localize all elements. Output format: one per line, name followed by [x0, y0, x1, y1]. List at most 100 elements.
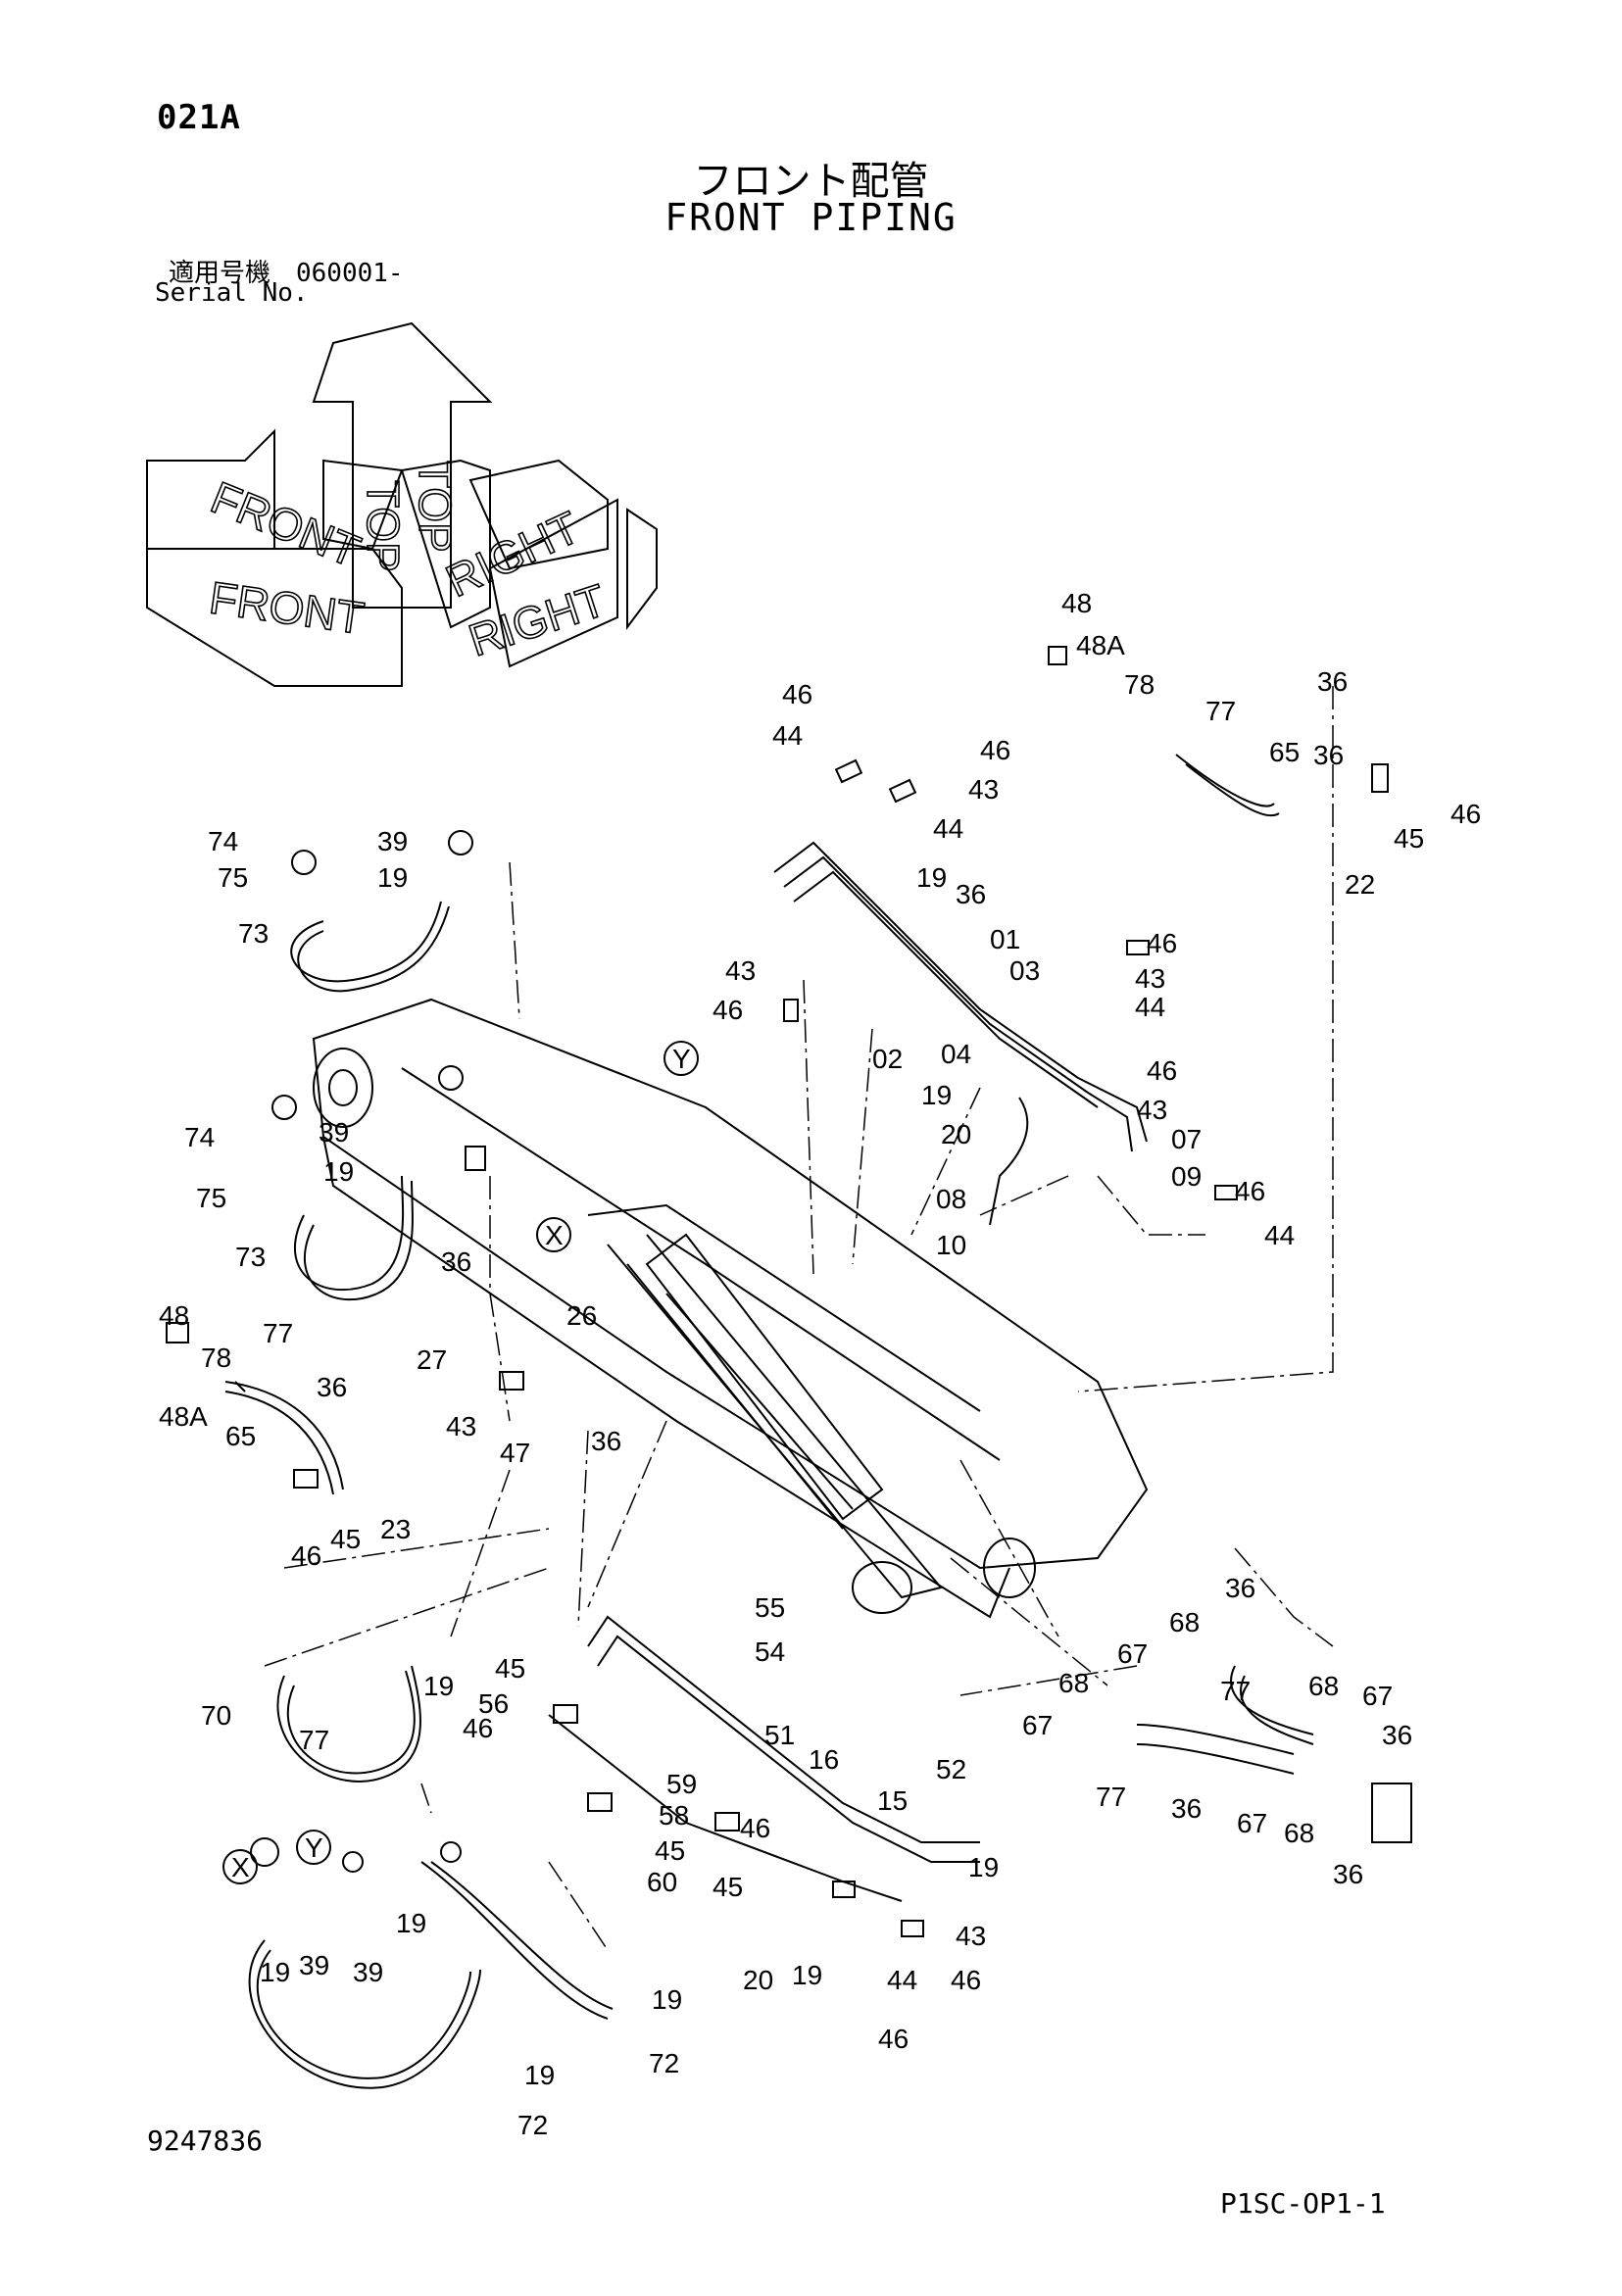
callout-label: 36 — [1225, 1573, 1255, 1603]
callout-label: 72 — [649, 2048, 679, 2078]
callout-label: 75 — [196, 1183, 226, 1213]
orientation-front-label-2: FRONT — [207, 571, 368, 644]
hydraulic-pipes — [548, 841, 1314, 1902]
callout-label: 36 — [317, 1372, 347, 1402]
view-marker-y-upper: Y — [672, 1044, 691, 1074]
callout-label: 46 — [951, 1965, 981, 1995]
callout-label: 77 — [1096, 1782, 1126, 1812]
small-parts — [166, 646, 1412, 1937]
callout-label: 46 — [713, 995, 743, 1025]
callout-label: 54 — [755, 1637, 785, 1667]
title-japanese: フロント配管 — [693, 159, 929, 204]
callout-label: 46 — [463, 1713, 493, 1743]
callout-label: 60 — [647, 1867, 677, 1897]
orientation-top-label-2: TOP — [410, 461, 461, 553]
callout-label: 16 — [809, 1744, 839, 1775]
callout-label: 73 — [235, 1242, 266, 1272]
callout-label: 77 — [263, 1318, 293, 1348]
callout-label: 19 — [377, 862, 408, 893]
callout-label: 45 — [330, 1524, 361, 1554]
callout-label: 23 — [380, 1514, 411, 1544]
callout-label: 46 — [1147, 1055, 1177, 1086]
callout-label: 19 — [792, 1960, 822, 1990]
callout-label: 51 — [764, 1720, 795, 1750]
callout-label: 67 — [1237, 1808, 1267, 1838]
callout-label: 74 — [184, 1122, 215, 1152]
callout-label: 45 — [1394, 823, 1424, 854]
callout-label: 08 — [936, 1184, 966, 1214]
page-code: 021A — [157, 98, 241, 137]
callout-label: 01 — [990, 924, 1020, 954]
callout-label: 04 — [941, 1039, 971, 1069]
callout-label: 78 — [201, 1343, 231, 1373]
callout-label: 43 — [725, 955, 756, 986]
callout-label: 19 — [396, 1908, 426, 1938]
callout-label: 36 — [441, 1246, 471, 1277]
callout-label: 39 — [299, 1950, 329, 1980]
callout-label: 44 — [1264, 1220, 1295, 1250]
callout-label: 45 — [495, 1653, 525, 1684]
callout-label: 77 — [299, 1725, 329, 1755]
assembly-leader-lines — [264, 686, 1334, 1951]
callout-label: 19 — [423, 1671, 454, 1701]
callout-label: 22 — [1345, 869, 1375, 900]
callout-label: 48 — [159, 1300, 189, 1331]
callout-label: 19 — [921, 1080, 952, 1110]
callout-label: 39 — [353, 1957, 383, 1987]
callout-label: 48 — [1061, 588, 1092, 618]
callout-label: 72 — [517, 2110, 548, 2140]
callout-label: 43 — [968, 774, 999, 805]
orientation-indicator — [146, 321, 658, 687]
callout-label: 77 — [1205, 696, 1236, 726]
callout-label: 52 — [936, 1754, 966, 1784]
callout-label: 15 — [877, 1785, 908, 1816]
orientation-top-label-1: TOP — [358, 480, 409, 572]
callout-label: 74 — [208, 826, 238, 856]
callout-label: 03 — [1009, 955, 1040, 986]
sheet-reference: P1SC-OP1-1 — [1220, 2187, 1386, 2220]
title-english: FRONT PIPING — [664, 196, 958, 239]
callout-label: 59 — [666, 1769, 697, 1799]
callout-label: 68 — [1308, 1671, 1339, 1701]
callout-label: 19 — [968, 1852, 999, 1882]
callout-label: 68 — [1058, 1668, 1089, 1698]
callout-label: 75 — [218, 862, 248, 893]
callout-label: 45 — [655, 1835, 685, 1866]
callout-label: 20 — [941, 1119, 971, 1149]
callout-label: 65 — [225, 1421, 256, 1451]
callout-label: 19 — [260, 1957, 290, 1987]
callout-label: 44 — [772, 720, 803, 751]
callout-label: 55 — [755, 1592, 785, 1623]
callout-label: 02 — [872, 1044, 903, 1074]
callout-label: 36 — [1313, 740, 1344, 770]
callout-label: 48A — [1076, 630, 1125, 660]
view-marker-x-lower: X — [231, 1852, 250, 1882]
callout-label: 48A — [159, 1401, 208, 1432]
callout-label: 27 — [417, 1344, 447, 1375]
callout-label: 44 — [933, 813, 963, 844]
callout-label: 44 — [1135, 992, 1165, 1022]
callout-label: 10 — [936, 1230, 966, 1260]
callout-label: 43 — [1135, 963, 1165, 994]
callout-label: 07 — [1171, 1124, 1202, 1154]
document-number: 9247836 — [147, 2125, 264, 2157]
callout-label: 36 — [1317, 666, 1348, 697]
serial-label-japanese: 適用号機 060001- — [169, 259, 404, 288]
callout-label: 43 — [1137, 1095, 1167, 1125]
callout-label: 19 — [916, 862, 947, 893]
callout-label: 67 — [1362, 1681, 1393, 1711]
callout-label: 46 — [1235, 1176, 1265, 1206]
callout-label: 39 — [319, 1117, 349, 1148]
callout-label: 19 — [524, 2060, 555, 2090]
callout-label: 65 — [1269, 737, 1300, 767]
callout-label: 46 — [291, 1540, 321, 1571]
callout-label: 68 — [1169, 1607, 1200, 1637]
callout-label: 36 — [1382, 1720, 1412, 1750]
callout-label: 19 — [323, 1156, 354, 1187]
callout-label: 78 — [1124, 669, 1155, 700]
view-marker-x-upper: X — [545, 1220, 564, 1250]
callout-label: 26 — [566, 1300, 597, 1331]
callout-label: 56 — [478, 1688, 509, 1719]
callout-label: 67 — [1117, 1638, 1148, 1669]
